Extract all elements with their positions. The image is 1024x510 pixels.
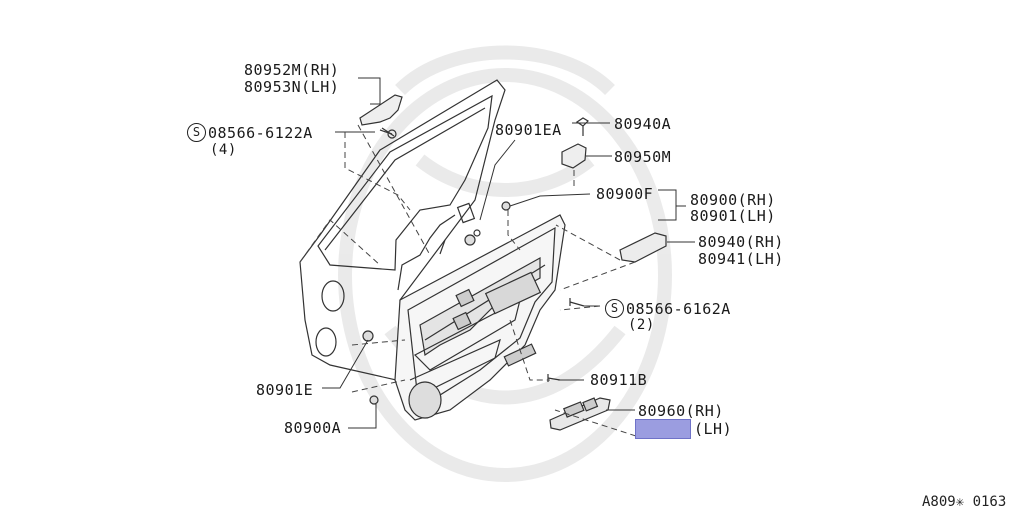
part-label-screw-a: 08566-6122A bbox=[208, 124, 313, 142]
part-label-armrest-rh: 80940(RH) bbox=[698, 233, 784, 251]
escutcheon bbox=[561, 143, 587, 169]
door-outer-frame bbox=[299, 79, 506, 383]
part-label-bolt: 80911B bbox=[590, 371, 648, 389]
part-label-screw-a-qty: (4) bbox=[210, 142, 237, 158]
part-label-clip-ea: 80901EA bbox=[495, 121, 562, 139]
part-label-trim-rh: 80900(RH) bbox=[690, 191, 776, 209]
part-label-clip-f: 80900F bbox=[596, 185, 654, 203]
part-label-screw-b: 08566-6162A bbox=[626, 300, 731, 318]
part-label-escutcheon: 80950M bbox=[614, 148, 672, 166]
leader-lines bbox=[322, 77, 695, 429]
screw-symbol-icon: S bbox=[187, 123, 206, 142]
hinge-bracket bbox=[359, 94, 403, 126]
watermark-emblem bbox=[338, 45, 672, 482]
part-label-clip-e: 80901E bbox=[256, 381, 314, 399]
part-label-switch-lh: (LH) bbox=[694, 420, 733, 438]
clip-parts bbox=[362, 129, 585, 405]
part-label-screw-b-qty: (2) bbox=[628, 317, 655, 333]
part-label-armrest-lh: 80941(LH) bbox=[698, 250, 784, 268]
knob bbox=[575, 117, 589, 136]
armrest bbox=[619, 232, 667, 263]
part-label-clip-a: 80900A bbox=[284, 419, 342, 437]
diagram-code: A809✳ 0163 bbox=[922, 494, 1007, 510]
part-label-trim-lh: 80901(LH) bbox=[690, 207, 776, 225]
part-number-highlight bbox=[635, 419, 691, 439]
screw-symbol-icon: S bbox=[605, 299, 624, 318]
part-label-hinge-rh: 80952M(RH) bbox=[244, 61, 340, 79]
part-label-switch-rh: 80960(RH) bbox=[638, 402, 724, 420]
dashed-lines bbox=[299, 124, 637, 437]
door-window-frame bbox=[317, 94, 493, 271]
part-label-knob: 80940A bbox=[614, 115, 672, 133]
part-label-hinge-lh: 80953N(LH) bbox=[244, 78, 340, 96]
